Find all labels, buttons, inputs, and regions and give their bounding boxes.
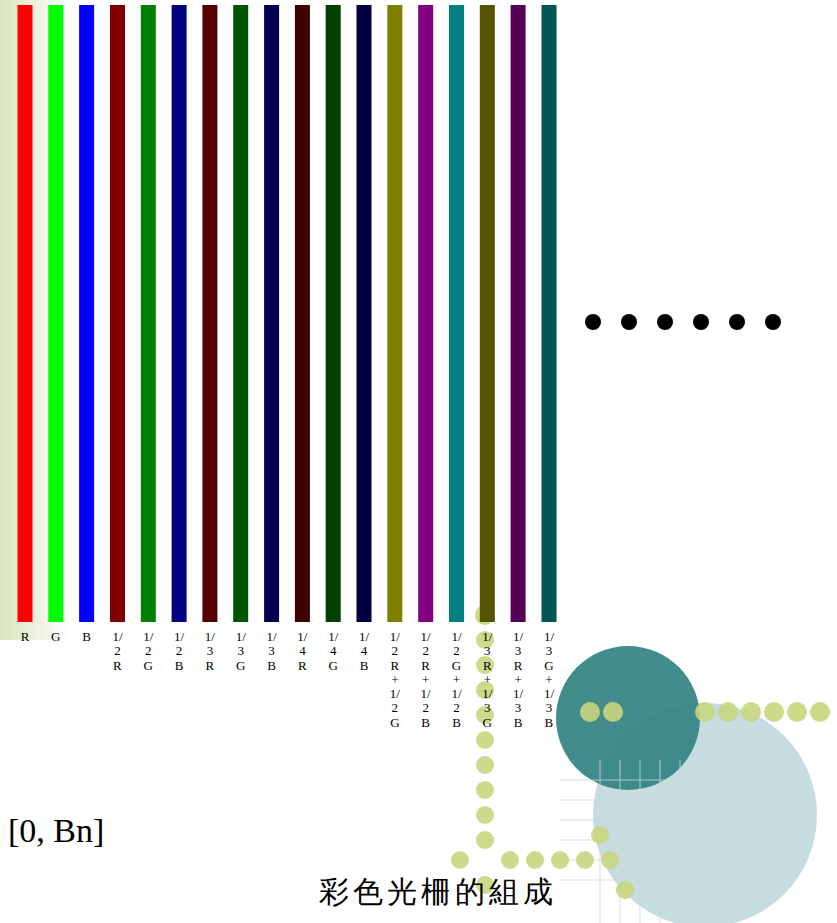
bar-label: 1/3R+1/3G bbox=[481, 630, 494, 730]
bar-label: 1/2G+1/2B bbox=[450, 630, 463, 730]
bar-label: G bbox=[49, 630, 62, 644]
background-strip bbox=[0, 0, 70, 640]
bar-label: R bbox=[19, 630, 32, 644]
bar-label: 1/3R bbox=[203, 630, 216, 673]
bar-label: 1/4G bbox=[327, 630, 340, 673]
bar-label: 1/2G bbox=[142, 630, 155, 673]
bar-label: 1/2B bbox=[173, 630, 186, 673]
bar-label: B bbox=[80, 630, 93, 644]
bar-label: 1/3B bbox=[265, 630, 278, 673]
caption: 彩色光柵的組成 bbox=[319, 872, 557, 913]
math-range: [0, Bn] bbox=[8, 812, 104, 850]
bar-label: 1/2R bbox=[111, 630, 124, 673]
ellipsis-dots bbox=[585, 314, 781, 330]
color-bars bbox=[18, 5, 557, 622]
bar-label: 1/3R+1/3B bbox=[512, 630, 525, 730]
bar-label: 1/3G+1/3B bbox=[542, 630, 555, 730]
bar-label: 1/2R+1/2G bbox=[388, 630, 401, 730]
bar-label: 1/4B bbox=[358, 630, 371, 673]
bar-label: 1/4R bbox=[296, 630, 309, 673]
bar-label: 1/3G bbox=[234, 630, 247, 673]
bar-label: 1/2R+1/2B bbox=[419, 630, 432, 730]
